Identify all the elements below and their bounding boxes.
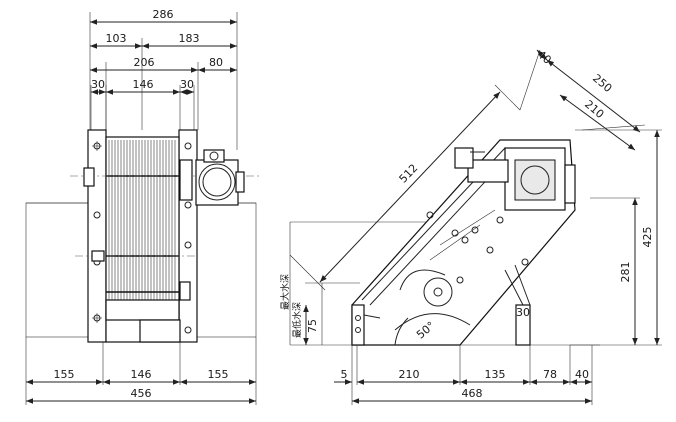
front-view: 286 103 183 206 80 30 146 30 <box>25 8 260 405</box>
motor <box>195 149 245 206</box>
dim-146-top: 146 <box>133 78 154 91</box>
dim-281: 281 <box>619 262 632 283</box>
dim-512: 512 <box>397 162 421 186</box>
dim-206: 206 <box>134 56 155 69</box>
dim-286: 286 <box>153 8 174 21</box>
dim-155-right: 155 <box>208 368 229 381</box>
dim-183: 183 <box>179 32 200 45</box>
dim-210-bottom: 210 <box>399 368 420 381</box>
label-max-water-depth: 最大水深 <box>279 274 291 310</box>
dim-30-left: 30 <box>91 78 105 91</box>
dim-146-bottom: 146 <box>131 368 152 381</box>
dim-456: 456 <box>131 387 152 400</box>
dim-5: 5 <box>341 368 348 381</box>
dim-80: 80 <box>209 56 223 69</box>
side-view: 512 40 250 210 425 281 75 最大水深 最低水深 50° … <box>279 48 662 405</box>
dim-40-bottom: 40 <box>575 368 589 381</box>
dim-250: 250 <box>590 72 614 95</box>
dim-30-right: 30 <box>180 78 194 91</box>
dim-75: 75 <box>306 319 319 333</box>
label-min-water-depth: 最低水深 <box>291 302 303 338</box>
dim-78: 78 <box>543 368 557 381</box>
dim-210-diag: 210 <box>582 98 606 121</box>
screen-bars <box>108 140 176 300</box>
dim-468: 468 <box>462 387 483 400</box>
dim-135: 135 <box>485 368 506 381</box>
dim-425: 425 <box>641 227 654 248</box>
leader-30: 30 <box>516 306 530 319</box>
dim-155-left: 155 <box>54 368 75 381</box>
dim-103: 103 <box>106 32 127 45</box>
